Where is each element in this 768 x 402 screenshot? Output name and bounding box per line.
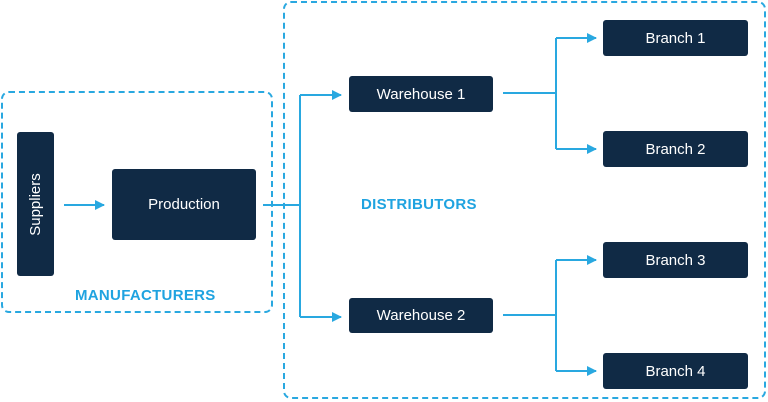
manufacturers-group — [1, 91, 273, 313]
production-node: Production — [112, 169, 256, 240]
branch-3-node: Branch 3 — [603, 242, 748, 278]
branch-2-label: Branch 2 — [645, 140, 706, 158]
connector-production-warehouses — [263, 95, 301, 317]
branch-2-node: Branch 2 — [603, 131, 748, 167]
manufacturers-label: MANUFACTURERS — [75, 287, 216, 304]
branch-4-node: Branch 4 — [603, 353, 748, 389]
warehouse-2-node: Warehouse 2 — [349, 298, 493, 333]
suppliers-label: Suppliers — [27, 172, 45, 236]
branch-3-label: Branch 3 — [645, 251, 706, 269]
suppliers-node: Suppliers — [17, 132, 54, 276]
warehouse-1-label: Warehouse 1 — [376, 85, 466, 103]
warehouse-2-label: Warehouse 2 — [376, 307, 466, 324]
branch-1-label: Branch 1 — [645, 29, 706, 47]
distributors-label: DISTRIBUTORS — [361, 196, 477, 213]
branch-4-label: Branch 4 — [645, 362, 706, 380]
connector-warehouse-2-branches — [503, 260, 557, 371]
warehouse-1-node: Warehouse 1 — [349, 76, 493, 112]
connector-warehouse-1-branches — [503, 38, 557, 149]
production-label: Production — [148, 196, 220, 213]
branch-1-node: Branch 1 — [603, 20, 748, 56]
distributors-group — [283, 1, 766, 399]
